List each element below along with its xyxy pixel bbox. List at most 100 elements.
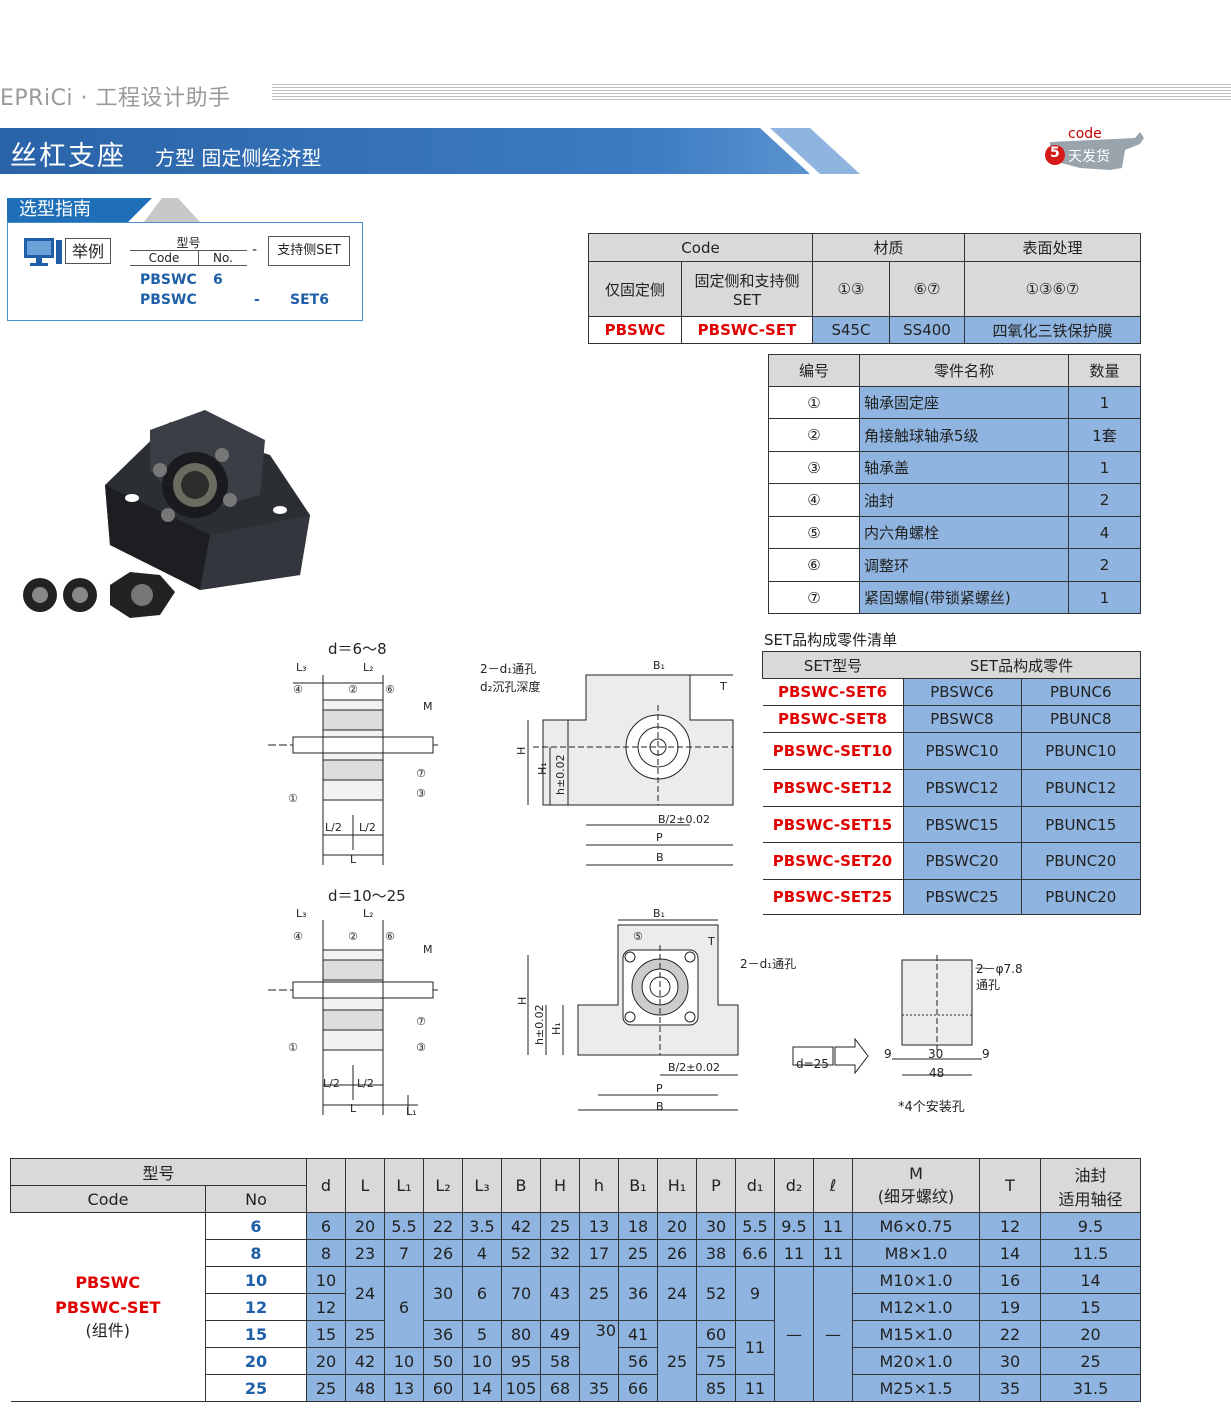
h-col: L₁	[384, 1158, 424, 1213]
h-set-model: SET型号	[762, 651, 903, 679]
svg-text:L₂: L₂	[363, 907, 374, 920]
L3-cell: 10	[462, 1347, 502, 1375]
table-row: 25 25 48 13 60 14 105 68 35 66 85 11 M25…	[11, 1374, 1141, 1402]
H1-cell: 24	[657, 1266, 697, 1321]
code-cell: PBSWC PBSWC-SET (组件)	[10, 1212, 206, 1402]
svg-text:③: ③	[416, 1041, 426, 1054]
P-cell: 52	[696, 1266, 736, 1321]
svg-text:L₃: L₃	[296, 661, 307, 674]
product-photo	[10, 360, 340, 650]
part-name: 轴承固定座	[859, 386, 1069, 419]
svg-text:①: ①	[288, 1041, 298, 1054]
svg-text:L: L	[350, 1102, 357, 1115]
H-cell: 68	[540, 1374, 580, 1402]
d-cell: 20	[306, 1347, 346, 1375]
svg-text:M: M	[423, 700, 433, 713]
monitor-icon	[24, 238, 62, 266]
code-label: Code	[130, 251, 199, 265]
d-cell: 12	[306, 1293, 346, 1321]
svg-text:M: M	[423, 943, 433, 956]
d1-cell: 6.6	[735, 1239, 775, 1267]
set-label: 支持侧SET	[268, 236, 350, 266]
install-note: *4个安装孔	[898, 1100, 965, 1115]
set-part-b: PBUNC20	[1020, 879, 1141, 915]
part-name: 油封	[859, 483, 1069, 517]
h-col: h	[579, 1158, 619, 1213]
T-cell: 16	[979, 1266, 1041, 1294]
d1-cell: 11	[735, 1374, 775, 1402]
part-qty: 4	[1068, 516, 1141, 549]
svg-text:B₁: B₁	[653, 659, 665, 672]
svg-text:④: ④	[293, 683, 303, 696]
B-cell: 42	[501, 1212, 541, 1240]
code-pbswc: PBSWC	[588, 316, 682, 344]
seal-cell: 31.5	[1040, 1374, 1141, 1402]
T-cell: 30	[979, 1347, 1041, 1375]
set-part-b: PBUNC10	[1020, 732, 1141, 770]
part-no: ②	[768, 418, 860, 452]
set-model: PBSWC-SET20	[762, 842, 903, 880]
set-part-a: PBSWC10	[902, 732, 1022, 770]
hole-label-2: d₂沉孔深度	[480, 680, 541, 694]
title-bar	[0, 128, 860, 174]
L-cell: 48	[345, 1374, 385, 1402]
B-cell: 105	[501, 1374, 541, 1402]
h-material: 材质	[812, 233, 965, 262]
page-subtitle: 方型 固定侧经济型	[155, 146, 322, 170]
part-no: ④	[768, 483, 860, 517]
T-cell: 14	[979, 1239, 1041, 1267]
dim-48: 48	[929, 1066, 945, 1080]
L-cell: 25	[345, 1320, 385, 1348]
sub-fixed: 仅固定侧	[588, 261, 682, 317]
h-col: d₂	[774, 1158, 814, 1213]
h-cell: 13	[579, 1212, 619, 1240]
svg-text:③: ③	[416, 787, 426, 800]
table-row: 15 15 25 36 5 80 49 30 41 25 60 11 M15×1…	[11, 1320, 1141, 1402]
L2-cell: 50	[423, 1347, 463, 1375]
set-part-b: PBUNC6	[1020, 678, 1141, 706]
material-2: SS400	[889, 316, 965, 344]
L-cell: 20	[345, 1212, 385, 1240]
d-cell: 25	[306, 1374, 346, 1402]
svg-text:②: ②	[348, 683, 358, 696]
h-cell: 30	[579, 1320, 619, 1375]
l-cell: —	[813, 1266, 853, 1402]
d1-cell: 5.5	[735, 1212, 775, 1240]
svg-text:h±0.02: h±0.02	[554, 754, 567, 795]
no-cell: 10	[205, 1266, 307, 1294]
set-part-a: PBSWC20	[902, 842, 1022, 880]
seal-cell: 15	[1040, 1293, 1141, 1321]
seal-cell: 11.5	[1040, 1239, 1141, 1267]
set-part-a: PBSWC25	[902, 879, 1022, 915]
svg-text:h±0.02: h±0.02	[533, 1004, 546, 1045]
hole-small-1: 2－φ7.8	[976, 962, 1023, 976]
L-cell: 23	[345, 1239, 385, 1267]
delivery-badge	[1045, 132, 1144, 170]
part-no: ⑥	[768, 548, 860, 582]
no-cell: 8	[205, 1239, 307, 1267]
no-cell: 6	[205, 1212, 307, 1240]
M-cell: M10×1.0	[852, 1266, 980, 1294]
sub-m1: ①③	[812, 261, 890, 317]
part-qty: 1	[1068, 451, 1141, 484]
h-m-1: M	[909, 1164, 923, 1183]
d-cell: 8	[306, 1239, 346, 1267]
svg-text:T: T	[719, 680, 727, 693]
no-cell: 15	[205, 1320, 307, 1348]
table-row: 8 8 23 7 26 4 52 32 17 25 26 38 6.6 11 1…	[11, 1239, 1141, 1267]
H-cell: 49	[540, 1320, 580, 1348]
set-model: PBSWC-SET6	[762, 678, 903, 706]
material-table: Code 材质 表面处理 仅固定侧 固定侧和支持侧SET ①③ ⑥⑦ ①③⑥⑦ …	[588, 233, 1141, 344]
l-cell: 11	[813, 1239, 853, 1267]
H-cell: 58	[540, 1347, 580, 1375]
L3-cell: 14	[462, 1374, 502, 1402]
part-name: 调整环	[859, 548, 1069, 582]
L3-cell: 4	[462, 1239, 502, 1267]
h-col: H₁	[657, 1158, 697, 1213]
code-pbswc-set: PBSWC-SET	[681, 316, 813, 344]
set-part-b: PBUNC15	[1020, 806, 1141, 843]
h-col: d₁	[735, 1158, 775, 1213]
seal-cell: 9.5	[1040, 1212, 1141, 1240]
dim-9b: 9	[982, 1047, 990, 1061]
